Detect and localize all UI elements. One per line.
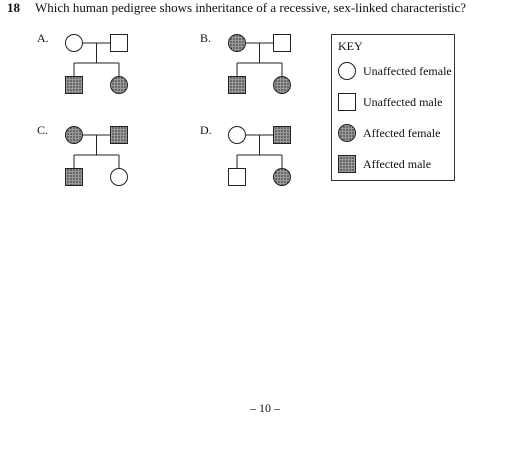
option-d-label: D. bbox=[200, 123, 212, 137]
father-unaffected-male-symbol bbox=[273, 34, 291, 52]
key-label: Affected male bbox=[363, 157, 432, 171]
pedigree-b bbox=[228, 34, 291, 94]
mother-unaffected-female-symbol bbox=[228, 126, 246, 144]
father-affected-male-symbol bbox=[110, 126, 128, 144]
key-label: Unaffected female bbox=[363, 64, 452, 78]
child-affected-female-symbol bbox=[273, 76, 291, 94]
mother-affected-female-symbol bbox=[228, 34, 246, 52]
pedigree-d bbox=[228, 126, 291, 186]
option-c-label: C. bbox=[37, 123, 49, 137]
unaffected-male-shape bbox=[338, 93, 356, 111]
affected-female-symbol bbox=[338, 124, 356, 142]
mother-unaffected-female-symbol bbox=[65, 34, 83, 52]
father-affected-male-symbol bbox=[273, 126, 291, 144]
unaffected-female-symbol bbox=[338, 62, 356, 80]
father-unaffected-male-symbol bbox=[110, 34, 128, 52]
affected-female-shape bbox=[338, 124, 356, 142]
child-unaffected-female-symbol bbox=[110, 168, 128, 186]
child-affected-male-symbol bbox=[65, 76, 83, 94]
option-b-label: B. bbox=[200, 31, 212, 45]
key-title: KEY bbox=[338, 39, 363, 53]
child-unaffected-male-symbol bbox=[228, 168, 246, 186]
child-affected-female-symbol bbox=[273, 168, 291, 186]
affected-male-symbol bbox=[338, 155, 356, 173]
unaffected-male-symbol bbox=[338, 93, 356, 111]
child-affected-male-symbol bbox=[65, 168, 83, 186]
page-number: – 10 – bbox=[250, 401, 280, 415]
key-label: Affected female bbox=[363, 126, 441, 140]
question-text: Which human pedigree shows inheritance o… bbox=[35, 0, 466, 15]
key-label: Unaffected male bbox=[363, 95, 443, 109]
child-affected-male-symbol bbox=[228, 76, 246, 94]
mother-affected-female-symbol bbox=[65, 126, 83, 144]
unaffected-female-shape bbox=[338, 62, 356, 80]
key-legend: KEY Unaffected female Unaffected male Af… bbox=[331, 34, 455, 181]
question-number: 18 bbox=[7, 0, 20, 15]
affected-male-shape bbox=[338, 155, 356, 173]
pedigree-c bbox=[65, 126, 128, 186]
option-a-label: A. bbox=[37, 31, 49, 45]
child-affected-female-symbol bbox=[110, 76, 128, 94]
pedigree-a bbox=[65, 34, 128, 94]
